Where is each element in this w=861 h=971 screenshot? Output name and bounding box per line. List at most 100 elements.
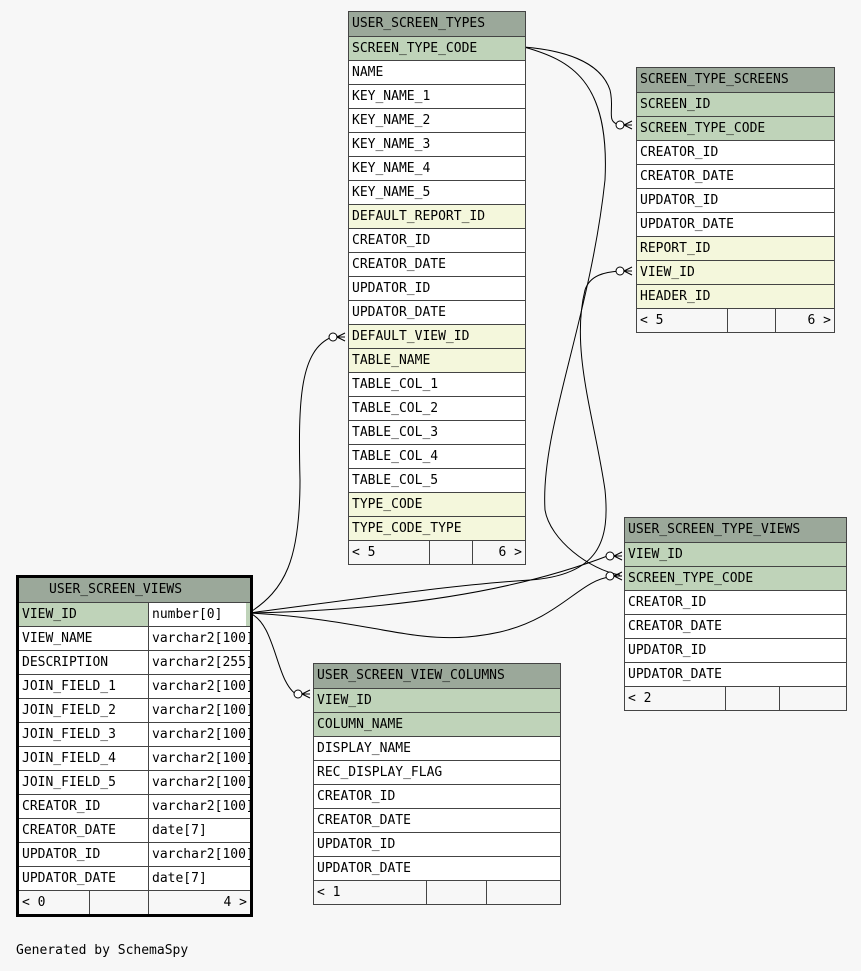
column-row[interactable]: SCREEN_TYPE_CODE [625,566,846,590]
column-name: TYPE_CODE [352,497,423,512]
column-name: VIEW_ID [628,547,683,562]
crow-foot-marker [613,571,623,581]
column-name: VIEW_ID [22,607,77,622]
table-title-row: USER_SCREEN_VIEW_COLUMNS [314,664,560,688]
crow-foot-marker [613,551,623,561]
column-row[interactable]: SCREEN_ID [637,92,834,116]
column-row[interactable]: NAME [349,60,525,84]
child-count: 4 > [148,891,250,914]
column-row[interactable]: CREATOR_ID [637,140,834,164]
column-row[interactable]: SCREEN_TYPE_CODE [637,116,834,140]
column-row[interactable]: UPDATOR_DATE [637,212,834,236]
table-title-row: USER_SCREEN_VIEWS [19,578,250,602]
column-row[interactable]: CREATOR_DATE [637,164,834,188]
column-row[interactable]: UPDATOR_DATE [625,662,846,686]
column-row[interactable]: TABLE_COL_1 [349,372,525,396]
column-row[interactable]: TABLE_COL_4 [349,444,525,468]
column-type: date[7] [148,819,246,842]
parent-count: < 0 [22,895,46,910]
column-row[interactable]: CREATOR_DATE [349,252,525,276]
parent-count: < 2 [628,691,652,706]
column-name: UPDATOR_ID [352,281,431,296]
column-name: SCREEN_TYPE_CODE [352,41,478,56]
column-row[interactable]: VIEW_ID [637,260,834,284]
child-count: 6 > [775,309,834,332]
column-row[interactable]: COLUMN_NAME [314,712,560,736]
column-row[interactable]: KEY_NAME_3 [349,132,525,156]
child-count [486,881,560,904]
table-screen-type-screens[interactable]: SCREEN_TYPE_SCREENS SCREEN_ID SCREEN_TYPE_… [636,67,835,333]
column-row[interactable]: CREATOR_ID [349,228,525,252]
column-row[interactable]: VIEW_ID [314,688,560,712]
column-row[interactable]: TABLE_NAME [349,348,525,372]
column-name: DEFAULT_VIEW_ID [352,329,470,344]
column-row[interactable]: REPORT_ID [637,236,834,260]
column-row[interactable]: UPDATOR_ID [349,276,525,300]
column-row[interactable]: REC_DISPLAY_FLAG [314,760,560,784]
column-row[interactable]: TYPE_CODE [349,492,525,516]
column-name: JOIN_FIELD_1 [22,679,116,694]
column-row[interactable]: UPDATOR_ID [637,188,834,212]
column-row[interactable]: VIEW_NAME varchar2[100] [19,626,254,650]
column-row[interactable]: CREATOR_DATE [314,808,560,832]
optional-marker [605,551,615,561]
column-name: JOIN_FIELD_4 [22,751,116,766]
column-row[interactable]: TYPE_CODE_TYPE [349,516,525,540]
column-row[interactable]: UPDATOR_DATE [349,300,525,324]
column-row[interactable]: UPDATOR_DATE [314,856,560,880]
column-name: DESCRIPTION [22,655,109,670]
column-row[interactable]: CREATOR_DATE [625,614,846,638]
column-name: KEY_NAME_3 [352,137,431,152]
edge-views-to-view-columns [248,612,301,696]
parent-count: < 1 [317,885,341,900]
column-row[interactable]: KEY_NAME_2 [349,108,525,132]
table-title: USER_SCREEN_VIEW_COLUMNS [317,668,505,683]
column-row[interactable]: UPDATOR_ID [314,832,560,856]
column-row[interactable]: CREATOR_ID [314,784,560,808]
column-row[interactable]: TABLE_COL_5 [349,468,525,492]
column-row[interactable]: KEY_NAME_1 [349,84,525,108]
column-row[interactable]: DISPLAY_NAME [314,736,560,760]
column-row[interactable]: VIEW_ID [625,542,846,566]
table-title: SCREEN_TYPE_SCREENS [640,72,789,87]
column-name: SCREEN_ID [640,97,711,112]
column-type: varchar2[100] [148,627,254,650]
column-name: TABLE_NAME [352,353,431,368]
footer-spacer [426,881,486,904]
column-row[interactable]: TABLE_COL_2 [349,396,525,420]
column-row[interactable]: UPDATOR_ID [625,638,846,662]
column-name: JOIN_FIELD_5 [22,775,116,790]
column-name: VIEW_NAME [22,631,93,646]
column-row[interactable]: DEFAULT_VIEW_ID [349,324,525,348]
column-name: UPDATOR_ID [22,847,101,862]
crow-foot-marker [301,689,311,699]
column-name: TABLE_COL_3 [352,425,439,440]
column-row[interactable]: TABLE_COL_3 [349,420,525,444]
column-row[interactable]: HEADER_ID [637,284,834,308]
column-row[interactable]: KEY_NAME_5 [349,180,525,204]
column-row[interactable]: KEY_NAME_4 [349,156,525,180]
column-row[interactable]: DEFAULT_REPORT_ID [349,204,525,228]
column-row[interactable]: CREATOR_ID [625,590,846,614]
column-type: varchar2[100] [148,795,254,818]
column-name: KEY_NAME_5 [352,185,431,200]
column-name: UPDATOR_ID [628,643,707,658]
column-name: CREATOR_DATE [628,619,722,634]
column-row[interactable]: SCREEN_TYPE_CODE [349,36,525,60]
column-type: varchar2[100] [148,699,254,722]
